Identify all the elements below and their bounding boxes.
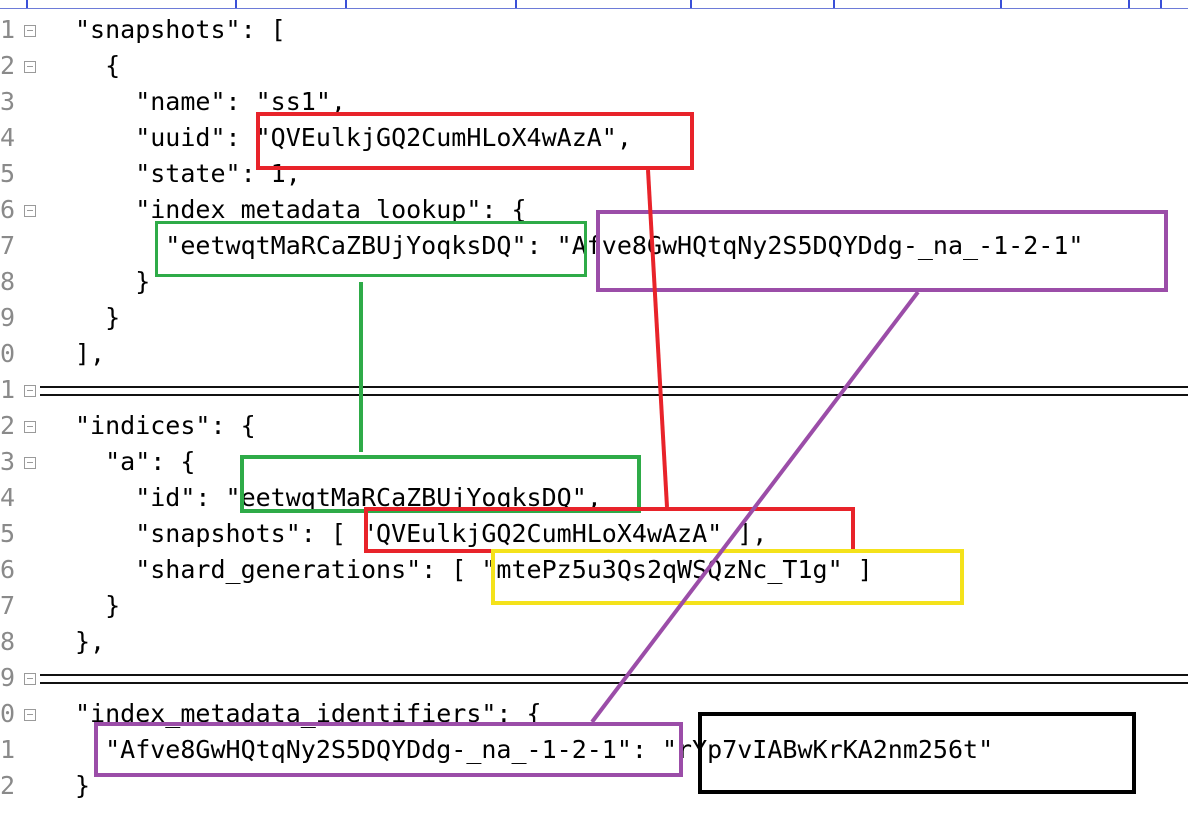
fold-toggle-icon[interactable] — [24, 457, 36, 469]
index-id-key-highlight-box — [155, 221, 587, 277]
line-number: 3 — [0, 87, 16, 116]
fold-toggle-icon[interactable] — [24, 709, 36, 721]
line-number: 0 — [0, 699, 16, 728]
code-line: "uuid": "QVEulkjGQ2CumHLoX4wAzA", — [75, 123, 632, 152]
line-number: 5 — [0, 519, 16, 548]
line-number: 4 — [0, 123, 16, 152]
fold-toggle-icon[interactable] — [24, 385, 36, 397]
metadata-connector-line — [590, 290, 920, 724]
line-number: 0 — [0, 339, 16, 368]
index-id-highlight-box — [240, 455, 641, 513]
identifier-value-highlight-box — [698, 712, 1136, 794]
line-number: 6 — [0, 555, 16, 584]
line-number: 2 — [0, 411, 16, 440]
code-line: "Afve8GwHQtqNy2S5DQYDdg-_na_-1-2-1": "rY… — [75, 735, 994, 764]
code-line: } — [75, 591, 121, 620]
code-line: "shard_generations": [ "mtePz5u3Qs2qWSQz… — [75, 555, 873, 584]
code-line: { — [75, 51, 121, 80]
code-line: "a": { — [75, 447, 196, 476]
fold-toggle-icon[interactable] — [24, 205, 36, 217]
code-line: ], — [75, 339, 106, 368]
line-number: 2 — [0, 51, 16, 80]
code-line: "state": 1, — [75, 159, 301, 188]
fold-toggle-icon[interactable] — [24, 61, 36, 73]
line-number: 7 — [0, 231, 16, 260]
section-divider — [40, 674, 1188, 684]
code-line: "name": "ss1", — [75, 87, 346, 116]
fold-toggle-icon[interactable] — [24, 421, 36, 433]
code-line: "snapshots": [ — [75, 15, 286, 44]
line-number: 1 — [0, 15, 16, 44]
line-number: 8 — [0, 627, 16, 656]
line-number: 3 — [0, 447, 16, 476]
code-line: } — [75, 267, 151, 296]
line-number: 6 — [0, 195, 16, 224]
code-line: }, — [75, 627, 106, 656]
line-number: 9 — [0, 663, 16, 692]
metadata-key-highlight-box — [94, 722, 683, 777]
code-line: "index_metadata_lookup": { — [75, 195, 527, 224]
line-number: 1 — [0, 735, 16, 764]
uuid-highlight-box — [256, 112, 694, 170]
editor-top-bar — [0, 0, 1188, 9]
line-number: 8 — [0, 267, 16, 296]
code-line: } — [75, 303, 121, 332]
fold-toggle-icon[interactable] — [24, 25, 36, 37]
code-line: "indices": { — [75, 411, 256, 440]
section-divider — [40, 386, 1188, 396]
shard-generation-highlight-box — [491, 549, 964, 605]
line-number: 5 — [0, 159, 16, 188]
metadata-value-highlight-box — [596, 210, 1168, 292]
code-line: "eetwqtMaRCaZBUjYoqksDQ": "Afve8GwHQtqNy… — [75, 231, 1084, 260]
fold-toggle-icon[interactable] — [24, 673, 36, 685]
line-number: 7 — [0, 591, 16, 620]
line-number: 2 — [0, 771, 16, 800]
line-number: 4 — [0, 483, 16, 512]
code-line: } — [75, 771, 91, 800]
line-number: 9 — [0, 303, 16, 332]
uuid-connector-line — [646, 169, 669, 508]
line-number: 1 — [0, 375, 16, 404]
